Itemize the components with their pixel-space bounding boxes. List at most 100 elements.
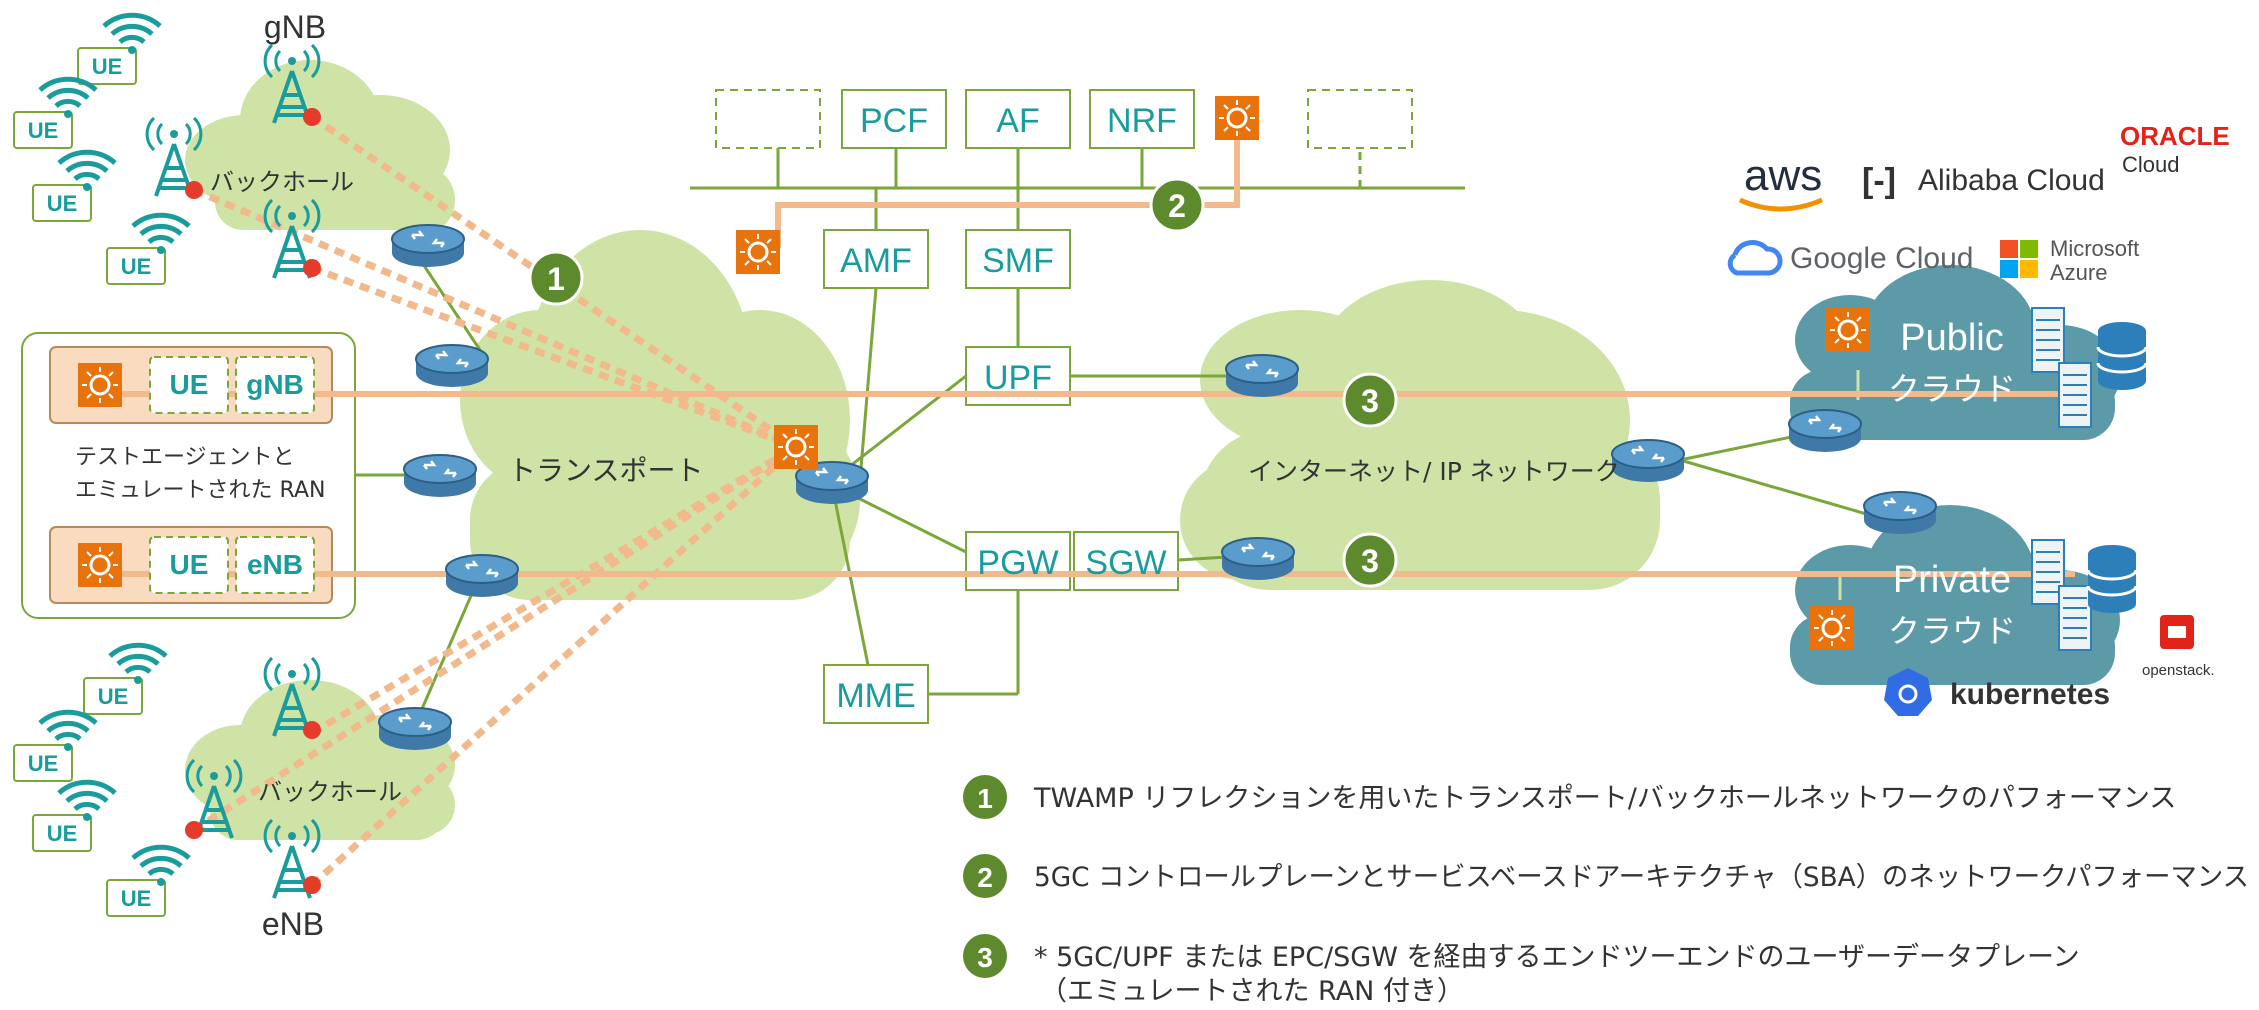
legend-item-1: 1 TWAMP リフレクションを用いたトランスポート/バックホールネットワークの… [963, 775, 2176, 819]
legend-text-1: TWAMP リフレクションを用いたトランスポート/バックホールネットワークのパフ… [1033, 783, 2176, 814]
emulated-gnb-label: gNB [246, 369, 304, 400]
ue-device-6 [13, 712, 96, 782]
nrf-box [1089, 89, 1195, 149]
google-cloud-logo: Google Cloud [1727, 240, 1973, 276]
alibaba-cloud-logo: [-] Alibaba Cloud [1862, 162, 2105, 200]
emulated-ue-label-1: UE [170, 369, 209, 400]
pcf-label: PCF [860, 102, 928, 140]
ue-device-2 [13, 79, 96, 149]
test-agent-icon-private [1808, 604, 1856, 652]
emulated-ue-box-enb [149, 536, 229, 594]
router-internet-upper [1224, 353, 1300, 399]
data-plane-links [100, 118, 2075, 577]
router-backhaul-bottom [377, 706, 453, 752]
test-agent-icon-nrf [1213, 94, 1261, 142]
backhaul-label-top: バックホール [210, 168, 354, 196]
test-agent-label-line1: テストエージェントと [75, 445, 295, 470]
private-cloud-label-2: クラウド [1888, 612, 2016, 650]
marker-1: 1 [528, 250, 584, 306]
pcf-box [841, 89, 947, 149]
kubernetes-logo: kubernetes [1884, 668, 2110, 716]
ue-label-6: UE [28, 751, 59, 776]
router-transport-lower [444, 553, 520, 599]
svg-text:3: 3 [977, 942, 993, 973]
svg-text:3: 3 [1361, 543, 1379, 579]
ue-device-1 [77, 15, 160, 85]
transport-label: トランスポート [508, 454, 703, 487]
ue-label-1: UE [92, 54, 123, 79]
empty-nf-box-right [1307, 89, 1413, 149]
legend-text-2: 5GC コントロールプレーンとサービスベースドアーキテクチャ（SBA）のネットワ… [1034, 862, 2249, 893]
router-transport-left [402, 453, 478, 499]
ue-label-8: UE [121, 886, 152, 911]
ue-label-3: UE [47, 191, 78, 216]
microsoft-azure-logo: Microsoft Azure [2000, 236, 2139, 285]
legend-text-3: * 5GC/UPF または EPC/SGW を経由するエンドツーエンドのユーザー… [1034, 942, 2080, 973]
router-backhaul-top [390, 223, 466, 269]
backhaul-cloud-top [185, 60, 455, 235]
public-cloud [1790, 265, 2120, 440]
legend-text-3b: （エミュレートされた RAN 付き） [1040, 976, 1464, 1007]
public-cloud-label-1: Public [1900, 317, 2004, 359]
test-agent-icon-enb [76, 541, 124, 589]
af-label: AF [996, 102, 1039, 140]
marker-2: 2 [1149, 177, 1205, 233]
server-icon-private-2 [2058, 585, 2092, 651]
ue-device-4 [106, 215, 189, 285]
tower-endpoint-dots [185, 108, 321, 894]
ue-label-5: UE [98, 684, 129, 709]
ue-label-7: UE [47, 821, 78, 846]
legend-item-2: 2 5GC コントロールプレーンとサービスベースドアーキテクチャ（SBA）のネッ… [963, 854, 2249, 898]
router-internet-lower [1220, 536, 1296, 582]
ue-label-2: UE [28, 118, 59, 143]
emulated-gnb-box [235, 356, 315, 414]
emulated-ue-box-gnb [149, 356, 229, 414]
backhaul-label-bottom: バックホール [258, 778, 402, 806]
svg-text:2: 2 [1168, 188, 1186, 224]
emulated-ue-label-2: UE [170, 549, 209, 580]
af-box [965, 89, 1071, 149]
oracle-cloud-logo: ORACLE Cloud [2120, 121, 2230, 177]
sgw-label: SGW [1085, 544, 1166, 582]
pgw-label: PGW [977, 544, 1058, 582]
svg-text:1: 1 [977, 783, 993, 814]
test-agent-label-line2: エミュレートされた RAN [75, 478, 325, 503]
test-agent-icon-public [1824, 306, 1872, 354]
svg-text:[-]: [-] [1862, 162, 1896, 200]
svg-text:2: 2 [977, 862, 993, 893]
ue-device-3 [32, 152, 115, 222]
marker-3-upper: 3 [1342, 372, 1398, 428]
enb-title: eNB [262, 906, 324, 942]
router-transport-upper [414, 343, 490, 389]
svg-text:3: 3 [1361, 383, 1379, 419]
test-agent-icon-gnb [76, 361, 124, 409]
svg-text:Google Cloud: Google Cloud [1790, 242, 1973, 275]
pgw-box [965, 531, 1071, 591]
smf-label: SMF [982, 242, 1054, 280]
aws-logo: aws [1738, 151, 1823, 212]
emulated-enb-box [235, 536, 315, 594]
router-public-cloud [1787, 408, 1863, 454]
public-cloud-label-2: クラウド [1888, 370, 2016, 408]
legend: 1 TWAMP リフレクションを用いたトランスポート/バックホールネットワークの… [963, 775, 2249, 1007]
openstack-logo: openstack. [2142, 615, 2215, 679]
svg-text:kubernetes: kubernetes [1950, 678, 2110, 711]
server-icon-public-2 [2058, 362, 2092, 428]
ue-device-8 [106, 847, 189, 917]
mme-label: MME [836, 677, 915, 715]
test-agent-icon-core [772, 423, 820, 471]
svg-text:1: 1 [547, 261, 565, 297]
svg-text:Microsoft: Microsoft [2050, 236, 2139, 261]
private-cloud-label-1: Private [1893, 559, 2011, 601]
database-icon-public [2096, 320, 2148, 392]
nrf-label: NRF [1107, 102, 1177, 140]
ue-label-4: UE [121, 254, 152, 279]
transport-cloud [460, 230, 860, 600]
svg-text:Cloud: Cloud [2122, 152, 2179, 177]
router-internet-edge [1610, 438, 1686, 484]
emulated-enb-label: eNB [247, 549, 303, 580]
svg-text:openstack.: openstack. [2142, 662, 2215, 679]
svg-text:aws: aws [1744, 151, 1822, 200]
gnb-title: gNB [264, 9, 326, 45]
